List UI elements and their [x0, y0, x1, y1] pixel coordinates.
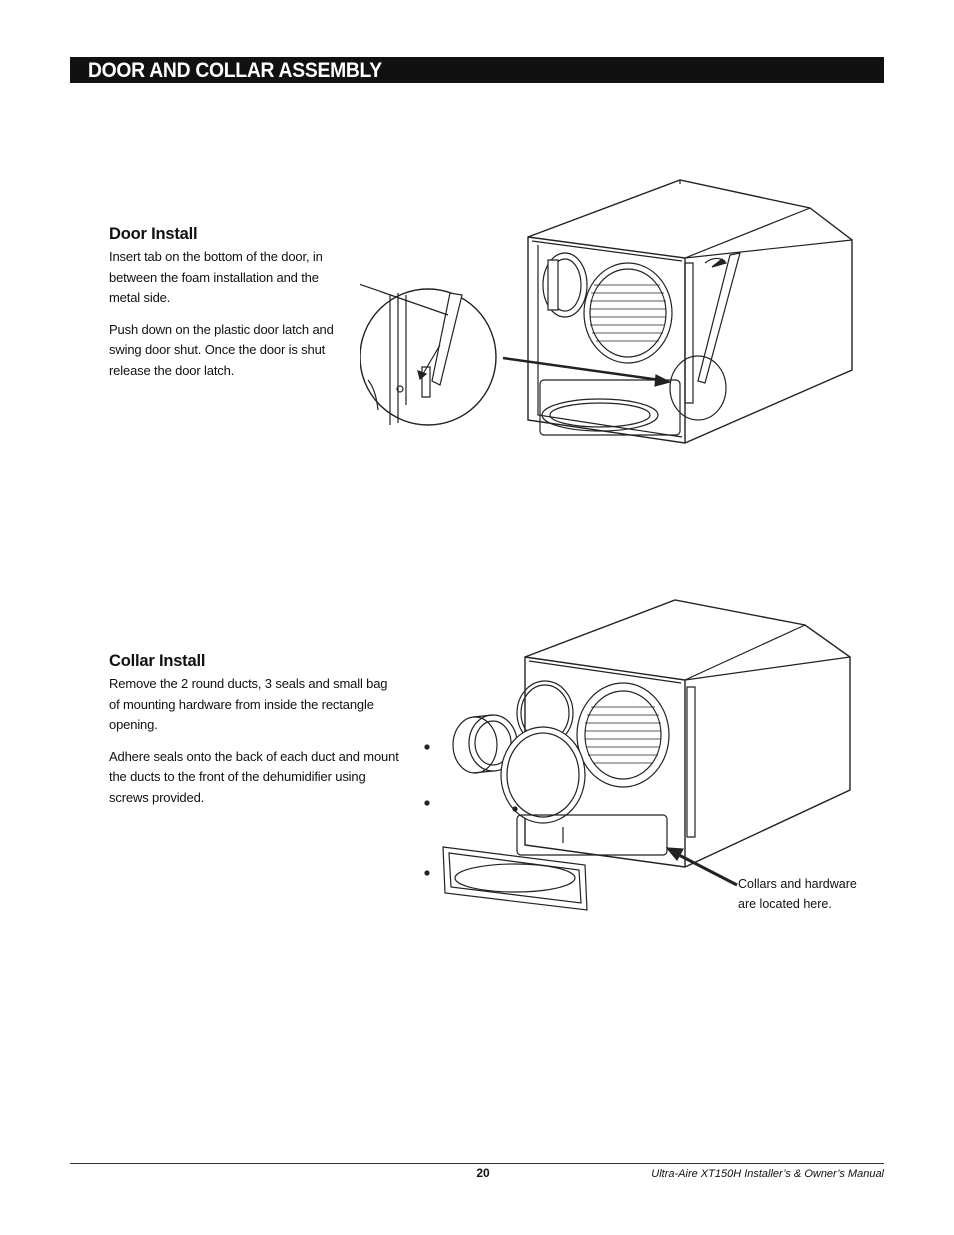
- collar-install-heading: Collar Install: [109, 652, 206, 670]
- arrow-to-collars: [675, 853, 737, 885]
- collar-install-section: Collar Install Remove the 2 round ducts,…: [109, 652, 399, 819]
- large-duct-collar: [501, 727, 585, 823]
- door-panel: [685, 253, 740, 403]
- arrow-head: [667, 848, 683, 860]
- section-title-banner: DOOR AND COLLAR ASSEMBLY: [70, 57, 884, 83]
- callout-line-tab: [360, 275, 448, 315]
- door-install-step-2: Push down on the plastic door latch and …: [109, 321, 334, 378]
- door-install-heading: Door Install: [109, 225, 198, 243]
- manual-title: Ultra-Aire XT150H Installer’s & Owner’s …: [651, 1168, 884, 1180]
- unit-cabinet: [528, 180, 852, 443]
- bottom-rect-opening: [540, 380, 680, 435]
- collar-install-step-1: Remove the 2 round ducts, 3 seals and sm…: [109, 676, 388, 732]
- large-duct-opening: [584, 263, 672, 363]
- arrow-head: [655, 375, 670, 386]
- page-number: 20: [476, 1166, 490, 1180]
- door-install-diagram: [360, 175, 860, 460]
- arrow-to-latch: [503, 358, 660, 380]
- footer-divider: [70, 1163, 884, 1164]
- large-duct-opening: [577, 683, 669, 787]
- rectangular-seal: [443, 847, 587, 910]
- collar-install-diagram: [415, 595, 860, 920]
- door-latch-zoom-circle: [360, 289, 496, 425]
- door-install-step-1: Insert tab on the bottom of the door, in…: [109, 249, 323, 305]
- collar-install-step-2: Adhere seals onto the back of each duct …: [109, 748, 399, 805]
- section-title: DOOR AND COLLAR ASSEMBLY: [88, 59, 382, 82]
- latch-highlight: [670, 356, 726, 420]
- unit-cabinet: [525, 600, 850, 867]
- door-install-section: Door Install Insert tab on the bottom of…: [109, 225, 334, 392]
- small-duct-collar: [453, 715, 517, 773]
- collars-location-callout: Collars and hardware are located here.: [738, 877, 857, 911]
- screw-icons: [425, 745, 517, 875]
- bottom-rect-opening: [517, 815, 667, 855]
- small-duct-opening: [543, 253, 587, 317]
